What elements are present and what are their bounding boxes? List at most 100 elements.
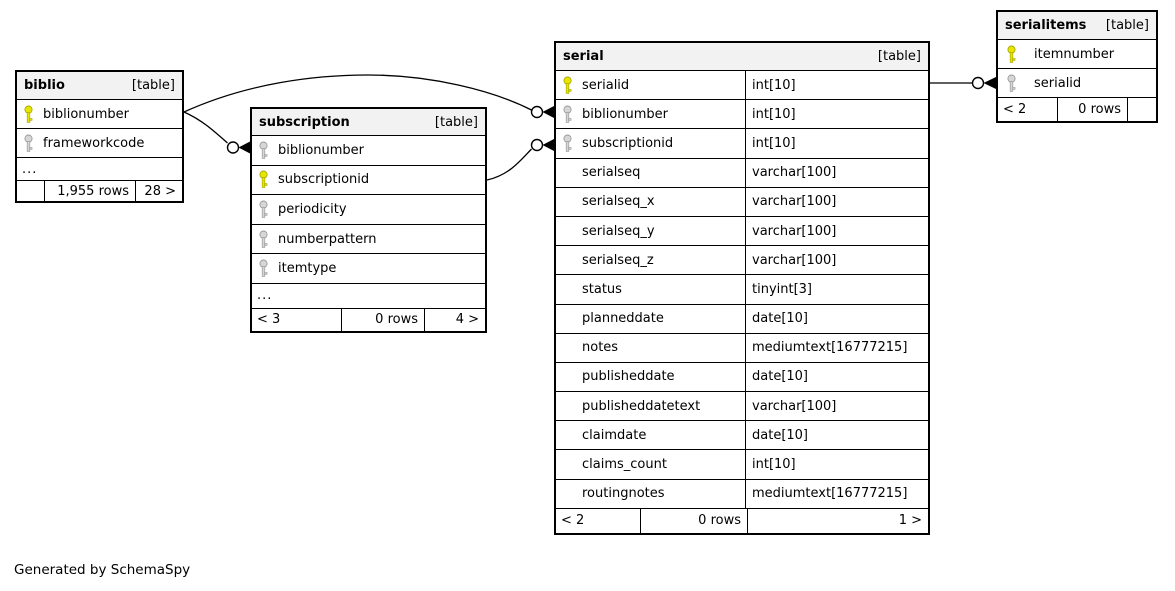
column-name: planneddate [582,311,664,327]
key-spacer [556,493,582,494]
column-name: status [582,281,622,297]
column-name: serialid [582,77,630,93]
degree-nav-left[interactable]: < 2 [1003,102,1027,117]
column-row-subscriptionid[interactable]: subscriptionid [252,164,485,195]
hidden-columns-ellipsis: ... [17,157,182,180]
degree-nav-right[interactable]: 4 > [424,308,485,331]
column-row-status[interactable]: status tinyint[3] [556,274,928,304]
column-row-biblionumber[interactable]: biblionumber int[10] [556,99,928,129]
table-type-badge: [table] [131,78,175,93]
column-row-serialseq_z[interactable]: serialseq_z varchar[100] [556,245,928,275]
table-subscription: subscription [table] biblionumber subscri… [250,107,487,333]
primary-key-icon [24,105,33,123]
table-header[interactable]: subscription [table] [252,109,485,135]
table-header[interactable]: biblio [table] [17,72,182,99]
column-row-itemtype[interactable]: itemtype [252,253,485,283]
key-spacer [556,172,582,173]
column-type: varchar[100] [745,246,928,275]
column-name: itemtype [278,261,337,277]
column-list: biblionumber frameworkcode... [17,99,182,180]
table-name[interactable]: subscription [259,114,350,130]
column-type: varchar[100] [745,158,928,187]
relation-biblio-biblionumber-to-subscription-biblionumber [183,111,250,154]
column-name: publisheddate [582,369,675,385]
relation-serial-serialid-to-serialitems-serialid [930,76,996,90]
key-spacer [556,231,582,232]
column-type: varchar[100] [745,392,928,421]
column-type: int[10] [745,450,928,479]
column-row-periodicity[interactable]: periodicity [252,194,485,224]
column-row-biblionumber[interactable]: biblionumber [252,135,485,165]
primary-key-icon [1007,45,1016,63]
foreign-key-icon [24,134,33,152]
column-name: routingnotes [582,486,665,502]
column-type: date[10] [745,304,928,333]
column-name: periodicity [278,201,347,217]
degree-nav-left [17,181,44,201]
table-serialitems: serialitems [table] itemnumber serialid <… [996,10,1158,123]
table-type-badge: [table] [434,114,478,130]
column-row-biblionumber[interactable]: biblionumber [17,99,182,128]
foreign-key-icon [563,105,572,123]
degree-nav-left[interactable]: < 2 [561,513,585,529]
column-name: serialid [1034,75,1082,91]
column-type: varchar[100] [745,216,928,246]
column-name: claims_count [582,457,667,473]
key-spacer [556,318,582,319]
degree-nav-right[interactable]: 28 > [135,181,182,201]
table-name[interactable]: serial [563,49,604,64]
column-row-routingnotes[interactable]: routingnotes mediumtext[16777215] [556,478,928,508]
column-row-serialid[interactable]: serialid [998,68,1156,97]
row-count: 0 rows [341,308,424,331]
foreign-key-icon [259,141,268,159]
column-name: publisheddatetext [582,398,701,414]
row-count: 0 rows [1057,98,1127,121]
column-row-frameworkcode[interactable]: frameworkcode [17,128,182,157]
row-count: 0 rows [640,508,747,533]
degree-nav-right[interactable]: 1 > [747,508,928,533]
column-type: mediumtext[16777215] [745,333,928,362]
column-row-planneddate[interactable]: planneddate date[10] [556,303,928,333]
table-footer: < 2 0 rows [998,97,1156,121]
foreign-key-icon [259,259,268,277]
table-biblio: biblio [table] biblionumber frameworkcode… [15,70,184,203]
column-name: serialseq_z [582,252,654,268]
table-name[interactable]: biblio [24,78,65,93]
column-name: biblionumber [582,106,669,122]
table-name[interactable]: serialitems [1005,18,1087,33]
table-header[interactable]: serialitems [table] [998,12,1156,39]
key-spacer [556,347,582,348]
column-type: int[10] [745,100,928,129]
column-type: tinyint[3] [745,275,928,304]
column-row-publisheddatetext[interactable]: publisheddatetext varchar[100] [556,391,928,421]
relation-subscription-subscriptionid-to-serial-subscriptionid [486,138,554,181]
column-name: claimdate [582,427,647,443]
column-row-itemnumber[interactable]: itemnumber [998,39,1156,68]
column-row-subscriptionid[interactable]: subscriptionid int[10] [556,128,928,158]
column-name: biblionumber [278,142,365,158]
column-type: mediumtext[16777215] [745,479,928,508]
table-header[interactable]: serial [table] [556,43,928,70]
column-name: frameworkcode [43,135,145,151]
column-row-numberpattern[interactable]: numberpattern [252,223,485,254]
degree-nav-left[interactable]: < 3 [257,312,281,328]
primary-key-icon [563,76,572,94]
column-row-claims_count[interactable]: claims_count int[10] [556,449,928,479]
primary-key-icon [259,170,268,189]
column-type: int[10] [745,129,928,158]
column-name: subscriptionid [278,172,370,188]
column-name: subscriptionid [582,135,674,151]
column-type: varchar[100] [745,187,928,216]
column-name: itemnumber [1034,46,1115,62]
